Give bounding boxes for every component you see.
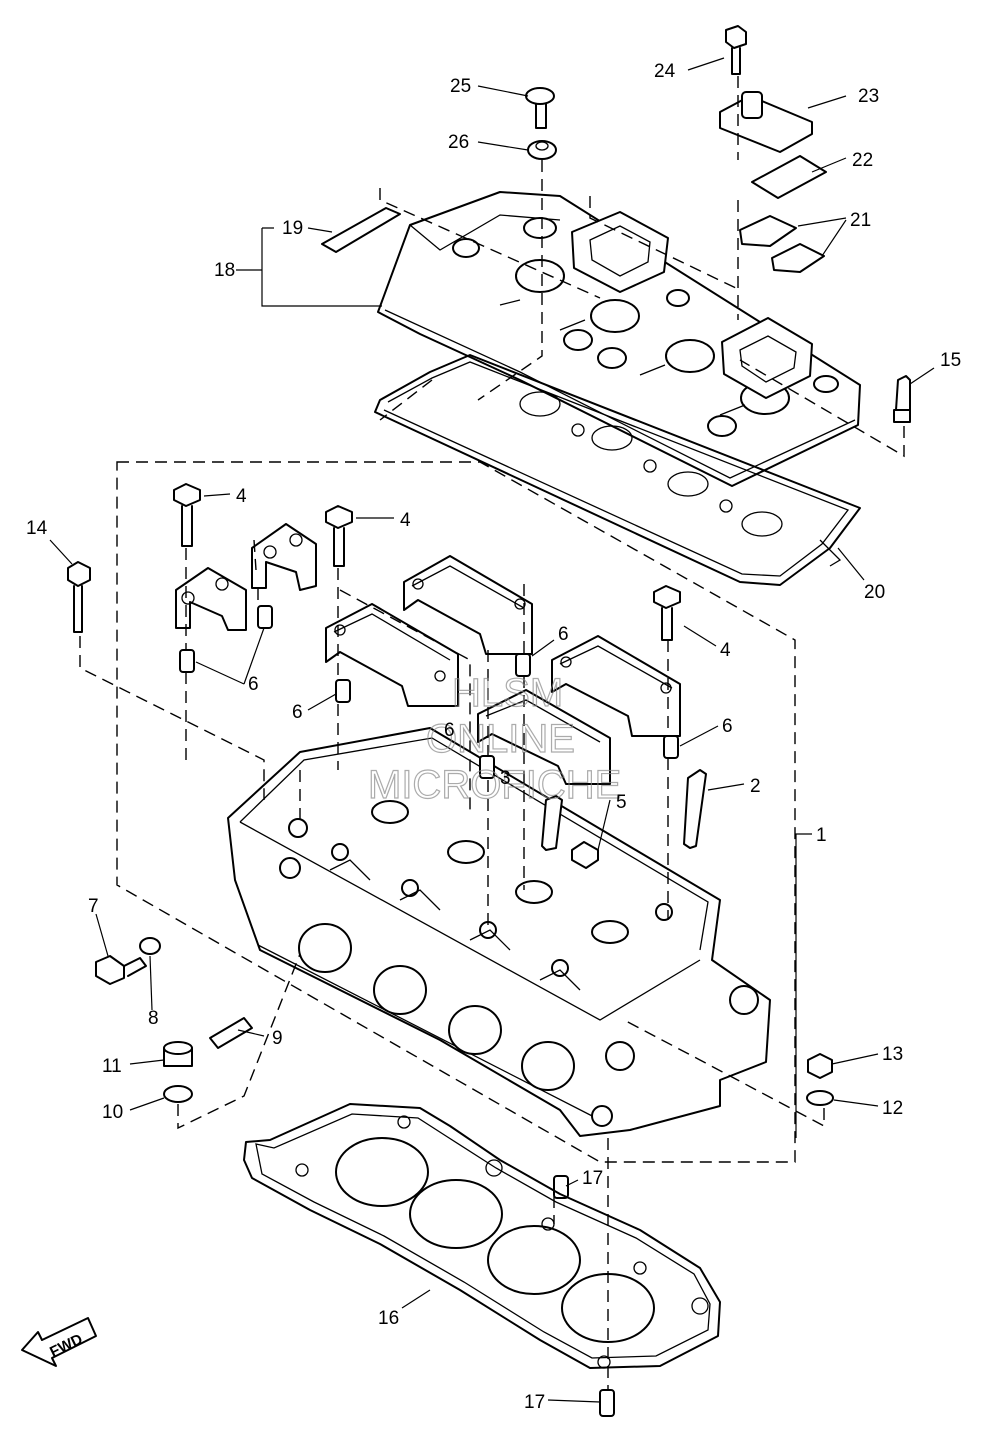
callout-17: 17 [582,1168,603,1189]
bolts-and-dowels [67,25,911,1417]
callout-12: 12 [882,1098,903,1119]
callout-6: 6 [722,716,733,737]
callout-24: 24 [654,61,676,82]
callout-6: 6 [292,702,303,723]
callout-11: 11 [102,1056,122,1077]
callout-25: 25 [450,76,471,97]
cylinder-head [227,727,771,1137]
watermark-line-1: HLSM [452,671,563,715]
callout-20: 20 [864,582,885,603]
head-gasket [243,1103,721,1369]
callout-4: 4 [720,640,731,661]
callout-9: 9 [272,1028,283,1049]
forward-direction-arrow-icon: FWD [21,1317,97,1367]
callout-26: 26 [448,132,469,153]
callout-18: 18 [214,260,235,281]
alignment-lines [79,76,905,1390]
cylinder-head-cover [377,191,861,487]
callout-8: 8 [148,1008,159,1029]
callout-16: 16 [378,1308,399,1329]
callout-1: 1 [816,825,827,846]
callout-10: 10 [102,1102,123,1123]
callout-23: 23 [858,86,879,107]
callout-22: 22 [852,150,873,171]
callout-5: 5 [616,792,627,813]
callout-2: 2 [750,776,761,797]
watermark: HLSM ONLINE MICROFICHE [367,670,622,807]
callout-13: 13 [882,1044,903,1065]
callout-15: 15 [940,350,961,371]
watermark-line-2: ONLINE [426,717,575,761]
callout-labels: 1 2 3 4 4 4 5 6 6 6 6 6 6 7 8 9 10 11 12… [26,61,961,1413]
callout-6: 6 [248,674,259,695]
callout-3: 3 [500,768,511,789]
callout-19: 19 [282,218,303,239]
camshaft-caps [175,523,681,785]
callout-7: 7 [88,896,99,917]
callout-21: 21 [850,210,871,231]
watermark-line-3: MICROFICHE [368,763,621,807]
cover-gasket [374,354,861,586]
callout-4: 4 [236,486,247,507]
callout-17: 17 [524,1392,545,1413]
callout-4: 4 [400,510,411,531]
callout-6: 6 [444,720,455,741]
leader-lines [49,57,935,1403]
callout-6: 6 [558,624,569,645]
callout-14: 14 [26,518,48,539]
